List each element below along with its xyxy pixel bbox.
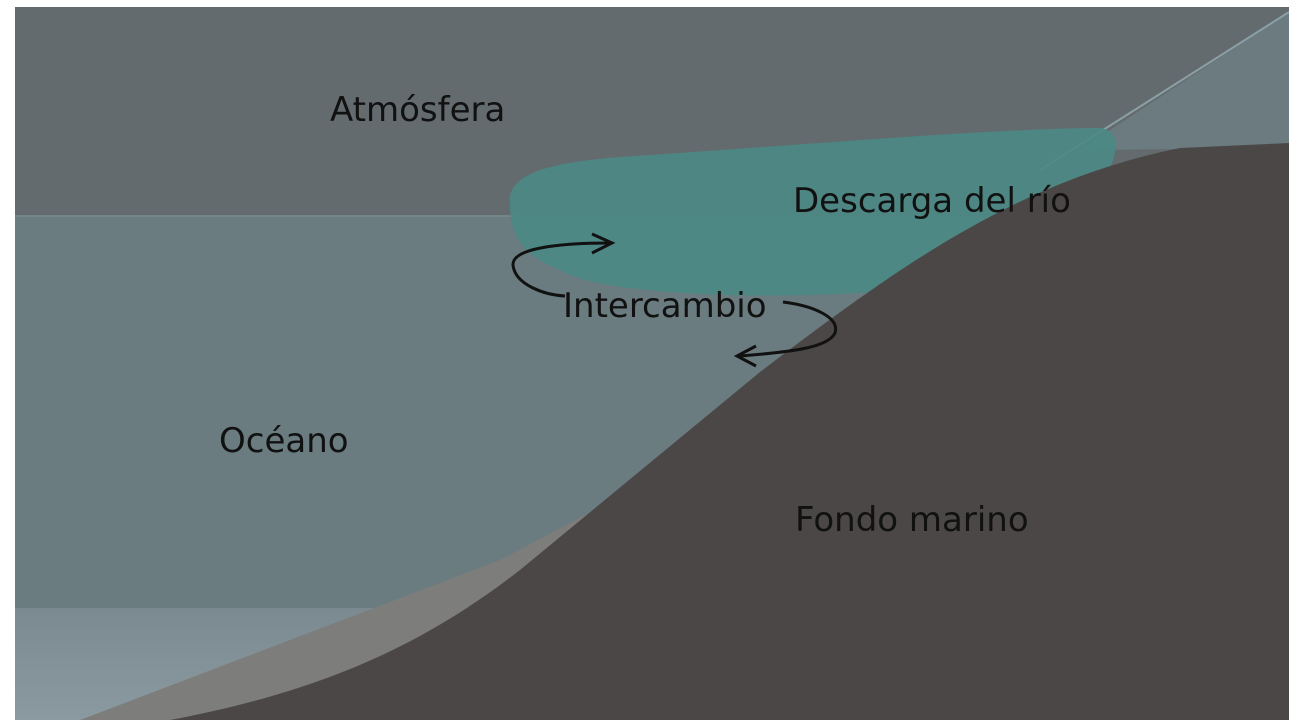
seafloor-label: Fondo marino	[795, 500, 1029, 540]
exchange-label: Intercambio	[563, 286, 767, 326]
atmosphere-label: Atmósfera	[330, 90, 505, 130]
exchange-arrow-up-head-icon	[591, 232, 616, 255]
ocean-label: Océano	[219, 421, 349, 461]
exchange-arrow-down-head-icon	[733, 344, 757, 368]
seafloor-region	[170, 143, 1289, 720]
river-plume	[509, 128, 1116, 296]
river-discharge-label: Descarga del río	[793, 181, 1071, 221]
exchange-arrow-down-icon	[739, 300, 838, 358]
coast-wedge	[1080, 12, 1289, 150]
exchange-arrow-up-icon	[511, 241, 611, 298]
